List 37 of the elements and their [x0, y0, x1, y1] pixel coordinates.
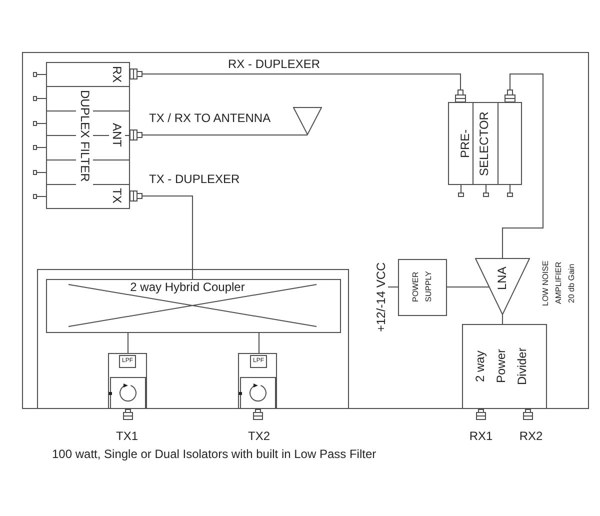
port-label: RX1 — [468, 429, 494, 443]
port-label: RX2 — [518, 429, 544, 443]
connector-line — [130, 130, 308, 140]
amplifier-note: LOW NOISE AMPLIFIER 20 db Gain — [540, 259, 577, 308]
port-label: ANT — [110, 122, 124, 148]
block-title: LNA — [495, 265, 510, 291]
antenna-symbol — [293, 107, 322, 135]
block-title: 2 way Hybrid Coupler — [129, 280, 246, 294]
edge-label: TX / RX TO ANTENNA — [148, 112, 272, 125]
block-title: POWER SUPPLY — [410, 270, 434, 304]
isolator-block — [238, 353, 277, 409]
connector-line — [130, 190, 193, 280]
module-enclosure — [37, 269, 349, 409]
port-label: TX2 — [246, 429, 271, 443]
connector-line — [258, 332, 260, 354]
amplifier-triangle — [475, 258, 530, 315]
connector-line — [446, 286, 490, 288]
power-supply-block — [398, 259, 447, 316]
edge-label: RX - DUPLEXER — [227, 58, 322, 71]
circulator-block — [240, 377, 276, 409]
port-label: RX — [110, 64, 124, 84]
supply-voltage-label: +12/-14 VCC — [374, 260, 388, 334]
connector-line — [502, 74, 544, 258]
block-title: PRE- SELECTOR — [457, 110, 492, 178]
caption-text: 100 watt, Single or Dual Isolators with built in Low Pass Filter — [52, 447, 376, 461]
isolator-block — [108, 353, 147, 409]
connector-line — [388, 286, 398, 288]
connector-line — [130, 68, 466, 102]
connector-line — [502, 314, 503, 324]
port-label: TX1 — [114, 429, 139, 443]
hybrid-coupler-block — [46, 279, 341, 333]
edge-label: TX - DUPLEXER — [148, 173, 241, 186]
port-label: TX — [110, 187, 124, 206]
block-title: DUPLEX FILTER — [77, 89, 92, 184]
circulator-block — [110, 377, 146, 409]
block-title: 2 way Power Divider — [472, 346, 530, 387]
power-divider-block — [462, 324, 547, 409]
